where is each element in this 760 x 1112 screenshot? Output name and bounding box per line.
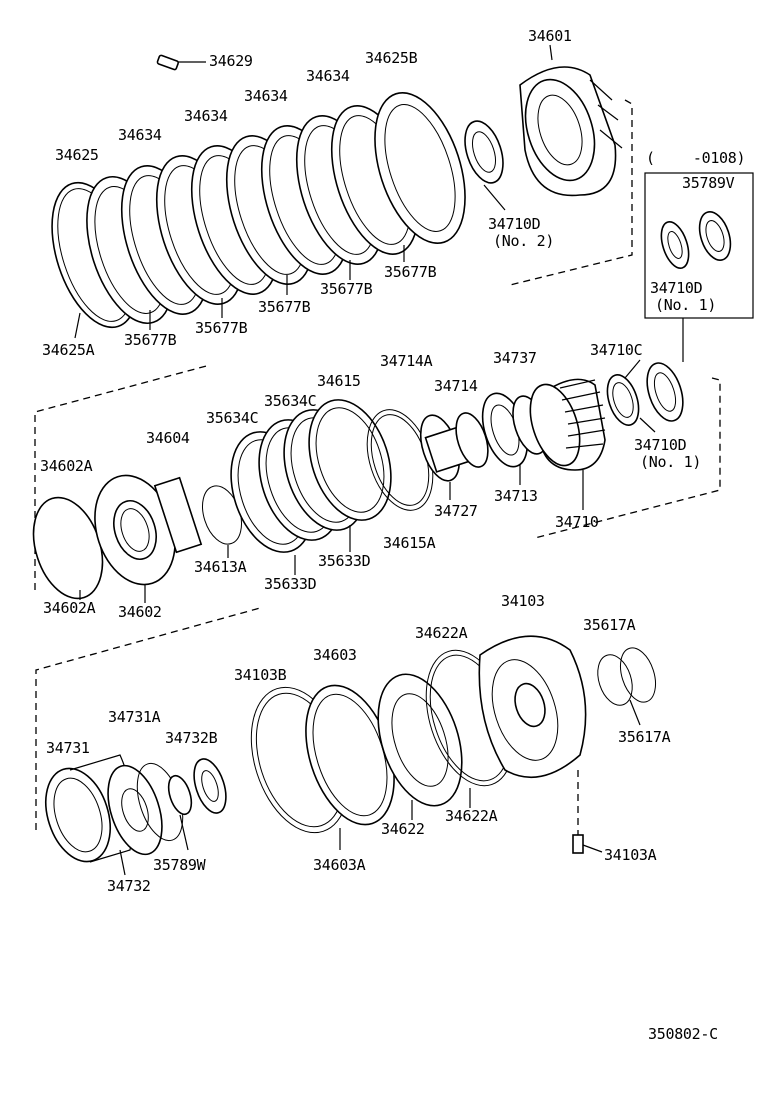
label-35633D: 35633D [318, 552, 371, 570]
label-35677B: 35677B [124, 331, 177, 349]
label-no1: (No. 1) [655, 296, 717, 314]
label-range: ( -0108) [646, 149, 746, 167]
label-34625B: 34625B [365, 49, 418, 67]
label-34615: 34615 [317, 372, 361, 390]
label-35633D: 35633D [264, 575, 317, 593]
label-34727: 34727 [434, 502, 478, 520]
label-34604: 34604 [146, 429, 190, 447]
label-34103B: 34103B [234, 666, 287, 684]
label-35677B: 35677B [320, 280, 373, 298]
label-34625: 34625 [55, 146, 99, 164]
label-34625A: 34625A [42, 341, 95, 359]
label-34732: 34732 [107, 877, 151, 895]
label-34622A: 34622A [445, 807, 498, 825]
label-35634C: 35634C [264, 392, 317, 410]
label-35677B: 35677B [258, 298, 311, 316]
drum-34601 [519, 66, 623, 197]
label-35677B: 35677B [384, 263, 437, 281]
snap-ring-35617A [597, 647, 657, 706]
label-34710C: 34710C [590, 341, 643, 359]
pin-34629 [156, 54, 206, 71]
label-34634: 34634 [118, 126, 162, 144]
label-34103A: 34103A [604, 846, 657, 864]
label-34710: 34710 [555, 513, 599, 531]
clutch-plates-top [86, 91, 466, 325]
label-34602A: 34602A [40, 457, 93, 475]
label-35617A: 35617A [618, 728, 671, 746]
label-34601: 34601 [528, 27, 572, 45]
label-35789W: 35789W [153, 856, 206, 874]
label-34613A: 34613A [194, 558, 247, 576]
label-34714A: 34714A [380, 352, 433, 370]
label-35677B: 35677B [195, 319, 248, 337]
leader-lines [74, 44, 656, 876]
label-no2: (No. 2) [493, 232, 555, 250]
label-34603: 34603 [313, 646, 357, 664]
label-34714: 34714 [434, 377, 478, 395]
label-34710D: 34710D [650, 279, 703, 297]
label-34710D: 34710D [634, 436, 687, 454]
housing-34103 [478, 635, 587, 778]
variant-box [644, 172, 754, 362]
piston-34602 [94, 474, 203, 586]
label-no1: (No. 1) [640, 453, 702, 471]
label-34634: 34634 [244, 87, 288, 105]
washer-34710C [606, 374, 640, 426]
label-34622A: 34622A [415, 624, 468, 642]
label-34634: 34634 [306, 67, 350, 85]
label-34710D: 34710D [488, 215, 541, 233]
label-34737: 34737 [493, 349, 537, 367]
hub-34710 [529, 378, 606, 471]
label-35789V: 35789V [682, 174, 735, 192]
label-34103: 34103 [501, 592, 545, 610]
label-34602: 34602 [118, 603, 162, 621]
bolt-34103A [572, 770, 603, 854]
piston-34622 [377, 673, 463, 807]
gear-bearing-stack [419, 392, 548, 482]
clutch-plates-middle [230, 399, 392, 553]
label-34731A: 34731A [108, 708, 161, 726]
diagram-code: 350802-C [648, 1025, 718, 1043]
bearing-34710D-no2 [464, 120, 504, 184]
bearing-34710D-no1 [646, 362, 684, 422]
label-34634: 34634 [184, 107, 228, 125]
gear-34732 [107, 762, 184, 856]
label-34615A: 34615A [383, 534, 436, 552]
bearing-35789W [167, 758, 227, 816]
label-34629: 34629 [209, 52, 253, 70]
label-35634C: 35634C [206, 409, 259, 427]
label-34731: 34731 [46, 739, 90, 757]
label-35617A: 35617A [583, 616, 636, 634]
label-34602A: 34602A [43, 599, 96, 617]
label-34713: 34713 [494, 487, 538, 505]
label-34603A: 34603A [313, 856, 366, 874]
label-34732B: 34732B [165, 729, 218, 747]
label-34622: 34622 [381, 820, 425, 838]
